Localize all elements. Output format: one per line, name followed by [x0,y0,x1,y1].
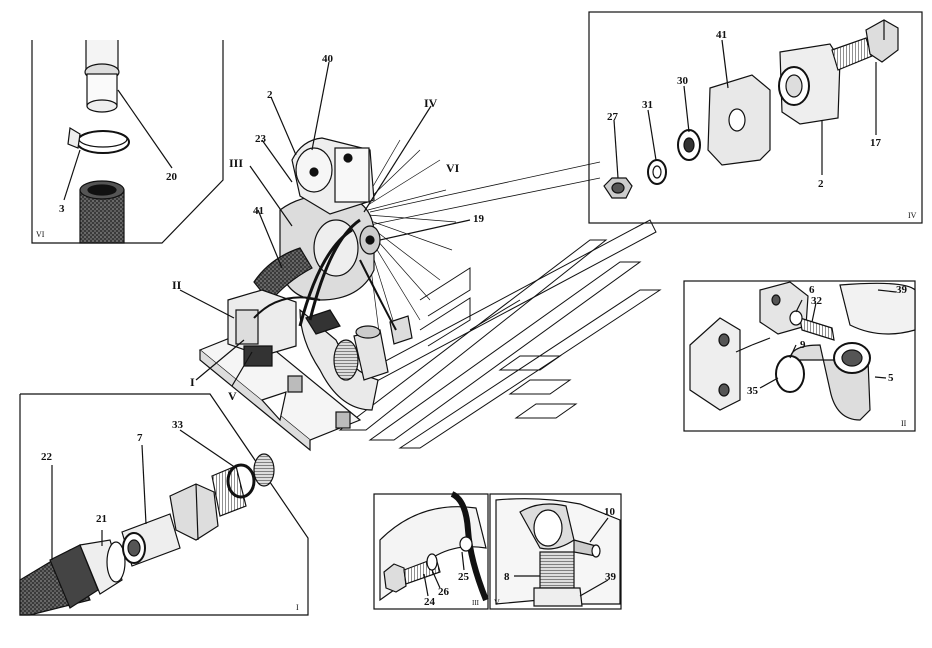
main-callout-i: I [190,375,195,389]
inset-iii-tag: III [472,599,480,607]
inset-iv-callout-17: 17 [870,137,882,149]
inset-i-callout-21: 21 [96,513,107,525]
inset-iv-callout-41: 41 [716,29,727,41]
main-callout-vi: VI [446,161,460,175]
inset-ii-callout-32: 32 [811,295,823,307]
inset-ii-callout-6: 6 [809,284,815,296]
inset-iv-callout-2: 2 [818,178,824,190]
main-assembly [179,61,662,452]
inset-iii-callout-26: 26 [438,586,450,598]
main-callout-iv: IV [424,96,438,110]
inset-i-callout-7: 7 [137,432,143,444]
inset-vi [31,40,224,244]
inset-vi-callout-20: 20 [166,171,178,183]
inset-iii [373,491,489,610]
inset-ii-callout-35: 35 [747,385,759,397]
inset-iv-callout-31: 31 [642,99,653,111]
inset-ii-callout-5: 5 [888,372,894,384]
main-callout-iii: III [229,156,243,170]
inset-ii-tag: II [901,419,907,428]
inset-ii [683,280,916,432]
main-callout-v: V [228,389,237,403]
inset-iv-callout-27: 27 [607,111,619,123]
inset-iii-callout-25: 25 [458,571,470,583]
main-callout-19: 19 [473,213,485,225]
main-callout-40: 40 [322,53,334,65]
inset-ii-callout-39: 39 [896,284,908,296]
inset-iv-tag: IV [908,211,917,220]
inset-v-callout-8: 8 [504,571,510,583]
inset-vi-callout-3: 3 [59,203,65,215]
inset-v-tag: V [494,598,500,607]
inset-i-callout-22: 22 [41,451,53,463]
inset-iv-callout-30: 30 [677,75,689,87]
main-callout-41: 41 [253,205,264,217]
inset-iii-callout-24: 24 [424,596,436,608]
inset-v [489,493,622,610]
main-callout-23: 23 [255,133,267,145]
main-callout-2: 2 [267,89,273,101]
inset-i-tag: I [296,603,299,612]
inset-iv [588,11,923,224]
perspective-guides [338,219,662,449]
inset-i-callout-33: 33 [172,419,184,431]
inset-v-callout-39: 39 [605,571,617,583]
inset-i [19,393,309,616]
inset-vi-tag: VI [36,230,45,239]
inset-v-callout-10: 10 [604,506,616,518]
inset-ii-callout-9: 9 [800,339,806,351]
main-callout-ii: II [172,278,182,292]
